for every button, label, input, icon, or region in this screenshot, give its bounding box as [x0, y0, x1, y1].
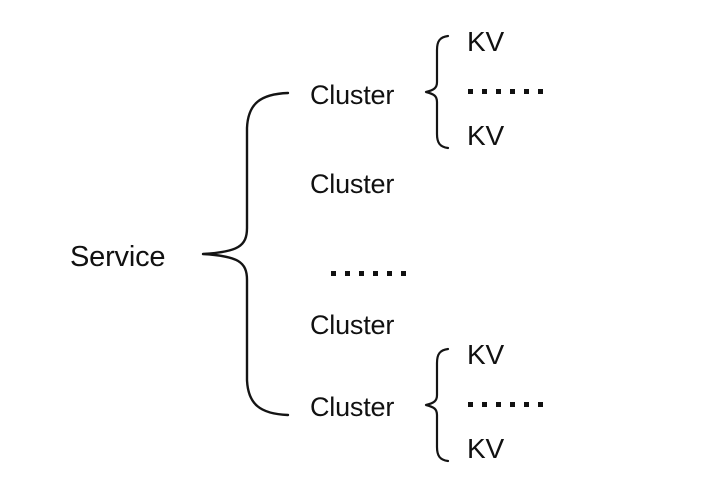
ellipsis-cluster-1-kvs	[468, 89, 543, 94]
node-kv-4-last: KV	[467, 433, 504, 464]
ellipsis-clusters	[331, 271, 406, 276]
brace-service-to-clusters	[201, 91, 290, 417]
node-cluster-3: Cluster	[310, 310, 395, 340]
ellipsis-cluster-4-kvs	[468, 402, 543, 407]
node-cluster-2: Cluster	[310, 169, 395, 199]
brace-cluster-4-to-kvs	[424, 347, 450, 463]
node-cluster-1: Cluster	[310, 80, 395, 110]
node-kv-4-first: KV	[467, 339, 504, 370]
node-kv-1-first: KV	[467, 26, 504, 57]
brace-cluster-1-to-kvs	[424, 34, 450, 150]
node-kv-1-last: KV	[467, 120, 504, 151]
node-service: Service	[70, 241, 166, 273]
node-cluster-4: Cluster	[310, 392, 395, 422]
